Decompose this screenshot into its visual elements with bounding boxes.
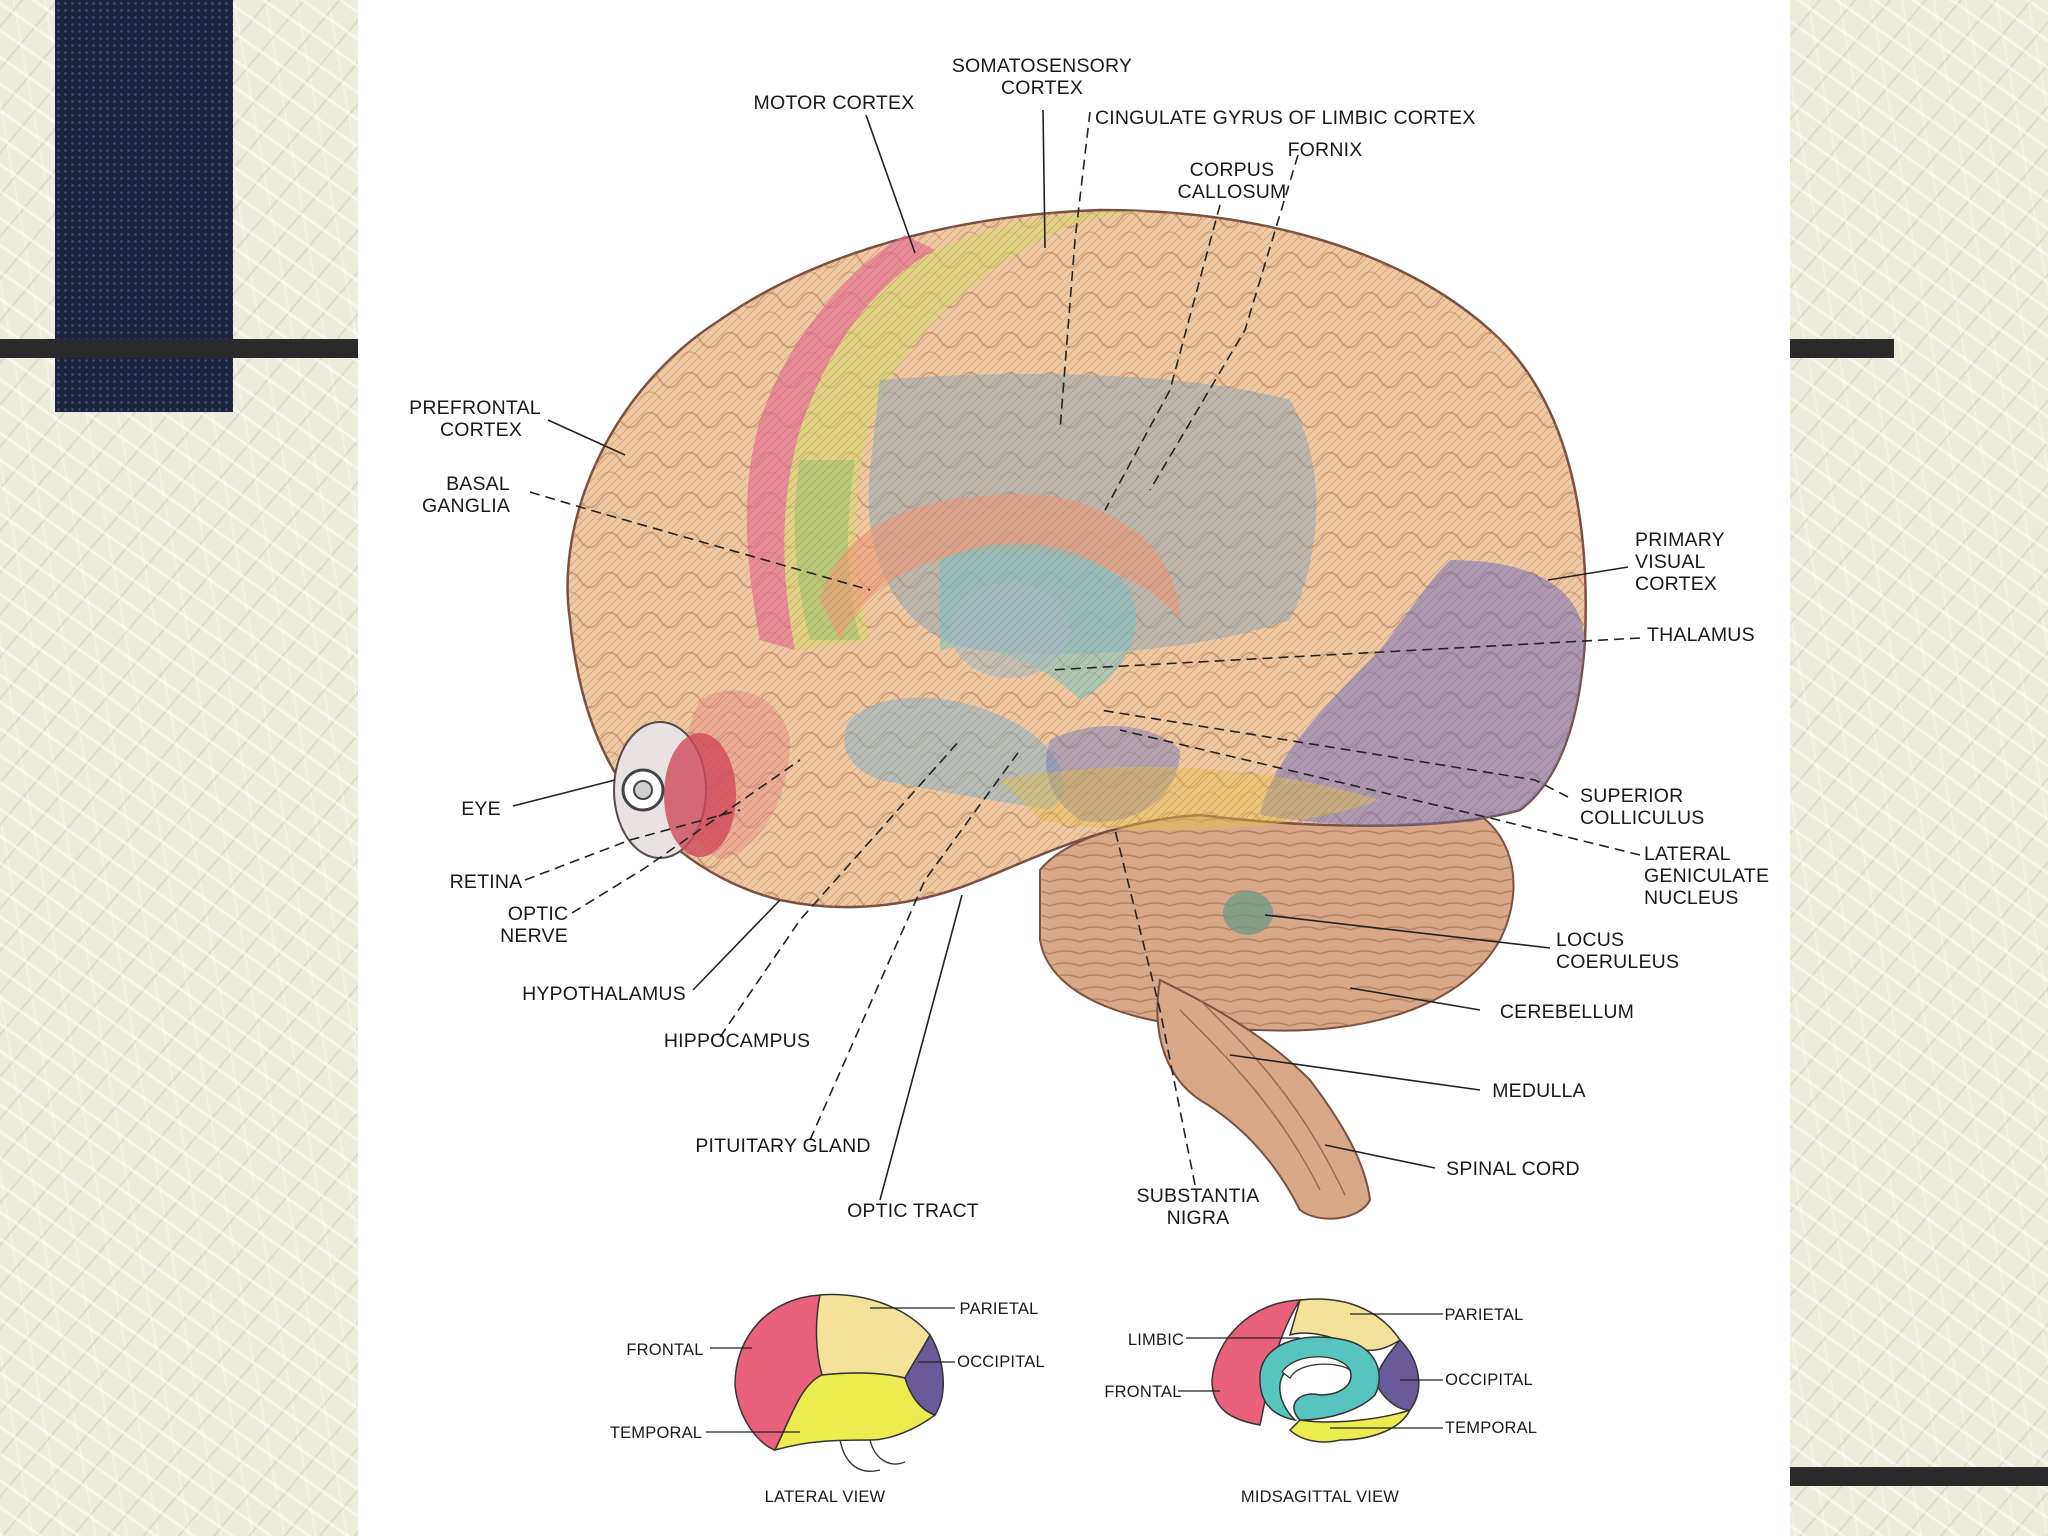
- label-prefrontal-cortex-2: CORTEX: [440, 419, 522, 441]
- label-primary-visual-cortex-1: PRIMARY: [1635, 529, 1725, 551]
- label-prefrontal-cortex-1: PREFRONTAL: [409, 397, 541, 419]
- label-primary-visual-cortex-2: VISUAL: [1635, 551, 1706, 573]
- label-locus-coeruleus-2: COERULEUS: [1556, 951, 1679, 973]
- label-superior-colliculus-1: SUPERIOR: [1580, 785, 1683, 807]
- label-corpus-callosum-1: CORPUS: [1190, 159, 1275, 181]
- midsagittal-label-occipital: OCCIPITAL: [1445, 1371, 1533, 1389]
- lateral-view-diagram: FRONTAL PARIETAL OCCIPITAL TEMPORAL LATE…: [610, 1295, 1045, 1506]
- midsagittal-view-diagram: LIMBIC PARIETAL FRONTAL OCCIPITAL TEMPOR…: [1104, 1299, 1537, 1506]
- label-thalamus: THALAMUS: [1647, 624, 1755, 646]
- label-lateral-geniculate-3: NUCLEUS: [1644, 887, 1739, 909]
- label-primary-visual-cortex-3: CORTEX: [1635, 573, 1717, 595]
- label-cingulate-gyrus: CINGULATE GYRUS OF LIMBIC CORTEX: [1095, 107, 1476, 129]
- label-somatosensory-cortex-1: SOMATOSENSORY: [952, 55, 1132, 77]
- midsagittal-label-frontal: FRONTAL: [1104, 1383, 1181, 1401]
- eye-shape: [614, 722, 736, 858]
- label-substantia-nigra-1: SUBSTANTIA: [1137, 1185, 1260, 1207]
- lateral-view-caption: LATERAL VIEW: [765, 1488, 886, 1506]
- label-hippocampus: HIPPOCAMPUS: [664, 1030, 810, 1052]
- label-optic-nerve-1: OPTIC: [508, 903, 569, 925]
- label-pituitary-gland: PITUITARY GLAND: [695, 1135, 870, 1157]
- lateral-label-parietal: PARIETAL: [960, 1300, 1039, 1318]
- label-corpus-callosum-2: CALLOSUM: [1178, 181, 1287, 203]
- label-basal-ganglia-2: GANGLIA: [422, 495, 510, 517]
- label-fornix: FORNIX: [1288, 139, 1363, 161]
- label-substantia-nigra-2: NIGRA: [1167, 1207, 1230, 1229]
- lateral-label-occipital: OCCIPITAL: [957, 1353, 1045, 1371]
- lateral-label-frontal: FRONTAL: [626, 1341, 703, 1359]
- label-retina: RETINA: [450, 871, 523, 893]
- label-basal-ganglia-1: BASAL: [446, 473, 510, 495]
- label-medulla: MEDULLA: [1492, 1080, 1586, 1102]
- brain-illustration: [568, 210, 1586, 1219]
- label-lateral-geniculate-2: GENICULATE: [1644, 865, 1769, 887]
- locus-coeruleus-shape: [1223, 891, 1273, 935]
- label-cerebellum: CEREBELLUM: [1500, 1001, 1634, 1023]
- lateral-label-temporal: TEMPORAL: [610, 1424, 702, 1442]
- label-somatosensory-cortex-2: CORTEX: [1001, 77, 1083, 99]
- label-spinal-cord: SPINAL CORD: [1446, 1158, 1580, 1180]
- midsagittal-view-caption: MIDSAGITTAL VIEW: [1241, 1488, 1399, 1506]
- label-hypothalamus: HYPOTHALAMUS: [522, 983, 686, 1005]
- label-locus-coeruleus-1: LOCUS: [1556, 929, 1624, 951]
- midsagittal-label-temporal: TEMPORAL: [1445, 1419, 1537, 1437]
- label-lateral-geniculate-1: LATERAL: [1644, 843, 1731, 865]
- label-superior-colliculus-2: COLLICULUS: [1580, 807, 1704, 829]
- midsagittal-occipital-region: [1375, 1340, 1419, 1410]
- label-optic-tract: OPTIC TRACT: [847, 1200, 979, 1222]
- label-eye: EYE: [461, 798, 501, 820]
- midsagittal-label-parietal: PARIETAL: [1445, 1306, 1524, 1324]
- label-optic-nerve-2: NERVE: [500, 925, 568, 947]
- midsagittal-label-limbic: LIMBIC: [1128, 1331, 1184, 1349]
- midsagittal-limbic-region: [1260, 1337, 1379, 1420]
- label-motor-cortex: MOTOR CORTEX: [754, 92, 915, 114]
